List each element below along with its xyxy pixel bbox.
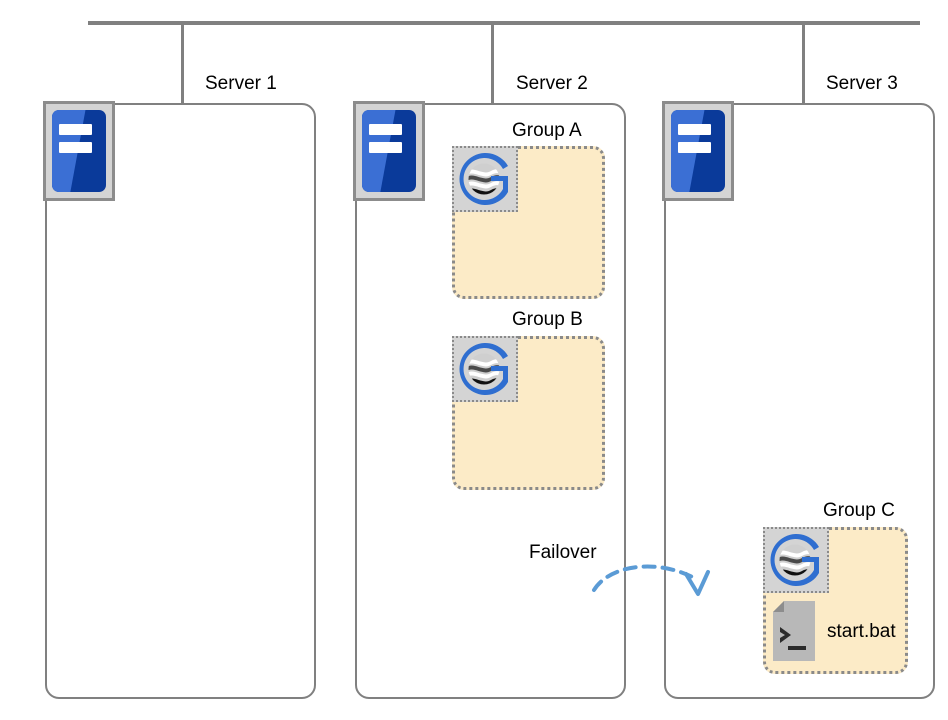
server-3-icon xyxy=(662,101,734,201)
network-drop-server-1 xyxy=(181,23,184,105)
cluster-app-icon[interactable] xyxy=(452,336,518,402)
group-b-label: Group B xyxy=(512,309,583,330)
server-2-icon xyxy=(353,101,425,201)
server-1-panel[interactable] xyxy=(45,103,316,699)
network-bus-line xyxy=(88,21,920,25)
group-b-box[interactable] xyxy=(452,336,605,490)
server-2-label: Server 2 xyxy=(516,73,588,94)
server-chassis xyxy=(52,110,106,192)
batch-file-icon[interactable] xyxy=(771,600,817,662)
server-chassis xyxy=(362,110,416,192)
cluster-app-icon[interactable] xyxy=(763,527,829,593)
start-bat-row[interactable]: start.bat xyxy=(771,600,896,662)
network-drop-server-3 xyxy=(802,23,805,105)
cluster-app-icon[interactable] xyxy=(452,146,518,212)
network-drop-server-2 xyxy=(491,23,494,105)
server-1-icon xyxy=(43,101,115,201)
group-a-label: Group A xyxy=(512,120,582,141)
server-bay-bar xyxy=(369,141,403,153)
group-c-label: Group C xyxy=(823,500,895,521)
server-1-label: Server 1 xyxy=(205,73,277,94)
failover-label: Failover xyxy=(529,542,597,563)
server-bay-bar xyxy=(678,123,712,135)
server-bay-bar xyxy=(59,141,93,153)
server-3-label: Server 3 xyxy=(826,73,898,94)
server-bay-bar xyxy=(59,123,93,135)
group-c-box[interactable] xyxy=(763,527,908,674)
group-a-box[interactable] xyxy=(452,146,605,299)
server-chassis xyxy=(671,110,725,192)
server-bay-bar xyxy=(678,141,712,153)
server-bay-bar xyxy=(369,123,403,135)
failover-arrow-icon xyxy=(592,564,710,596)
start-bat-label: start.bat xyxy=(827,620,896,642)
